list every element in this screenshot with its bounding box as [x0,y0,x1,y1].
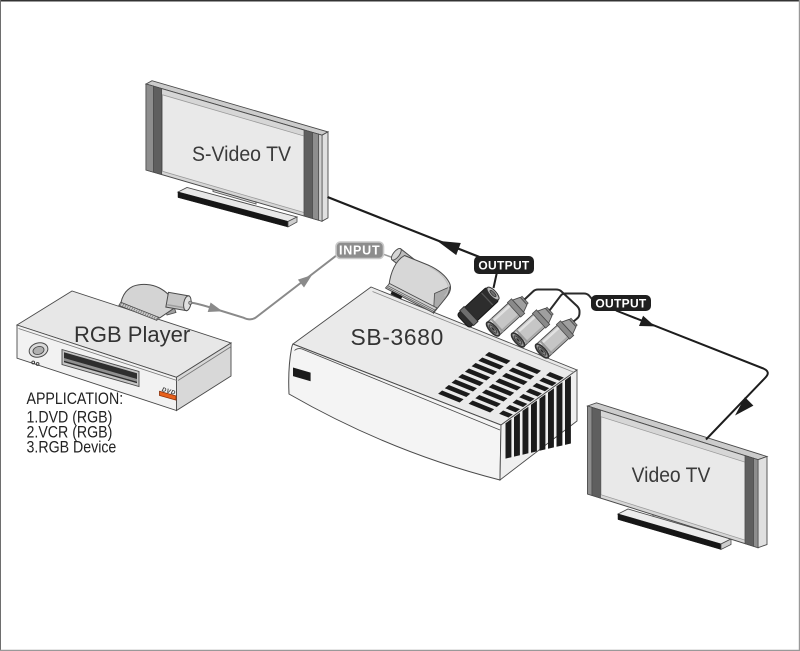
svg-text:SB-3680: SB-3680 [351,324,444,350]
svg-text:S-Video TV: S-Video TV [192,143,292,166]
svg-text:INPUT: INPUT [339,244,381,258]
svg-text:DVD: DVD [161,387,176,397]
svg-text:OUTPUT: OUTPUT [595,296,646,310]
svg-text:APPLICATION:: APPLICATION: [27,390,124,408]
svg-text:2.VCR (RGB): 2.VCR (RGB) [27,424,113,442]
svg-text:3.RGB Device: 3.RGB Device [27,439,117,457]
svg-text:1.DVD (RGB): 1.DVD (RGB) [27,409,113,427]
svg-text:OUTPUT: OUTPUT [478,259,529,273]
svg-text:RGB Player: RGB Player [74,322,190,347]
svg-text:Video TV: Video TV [632,464,711,487]
